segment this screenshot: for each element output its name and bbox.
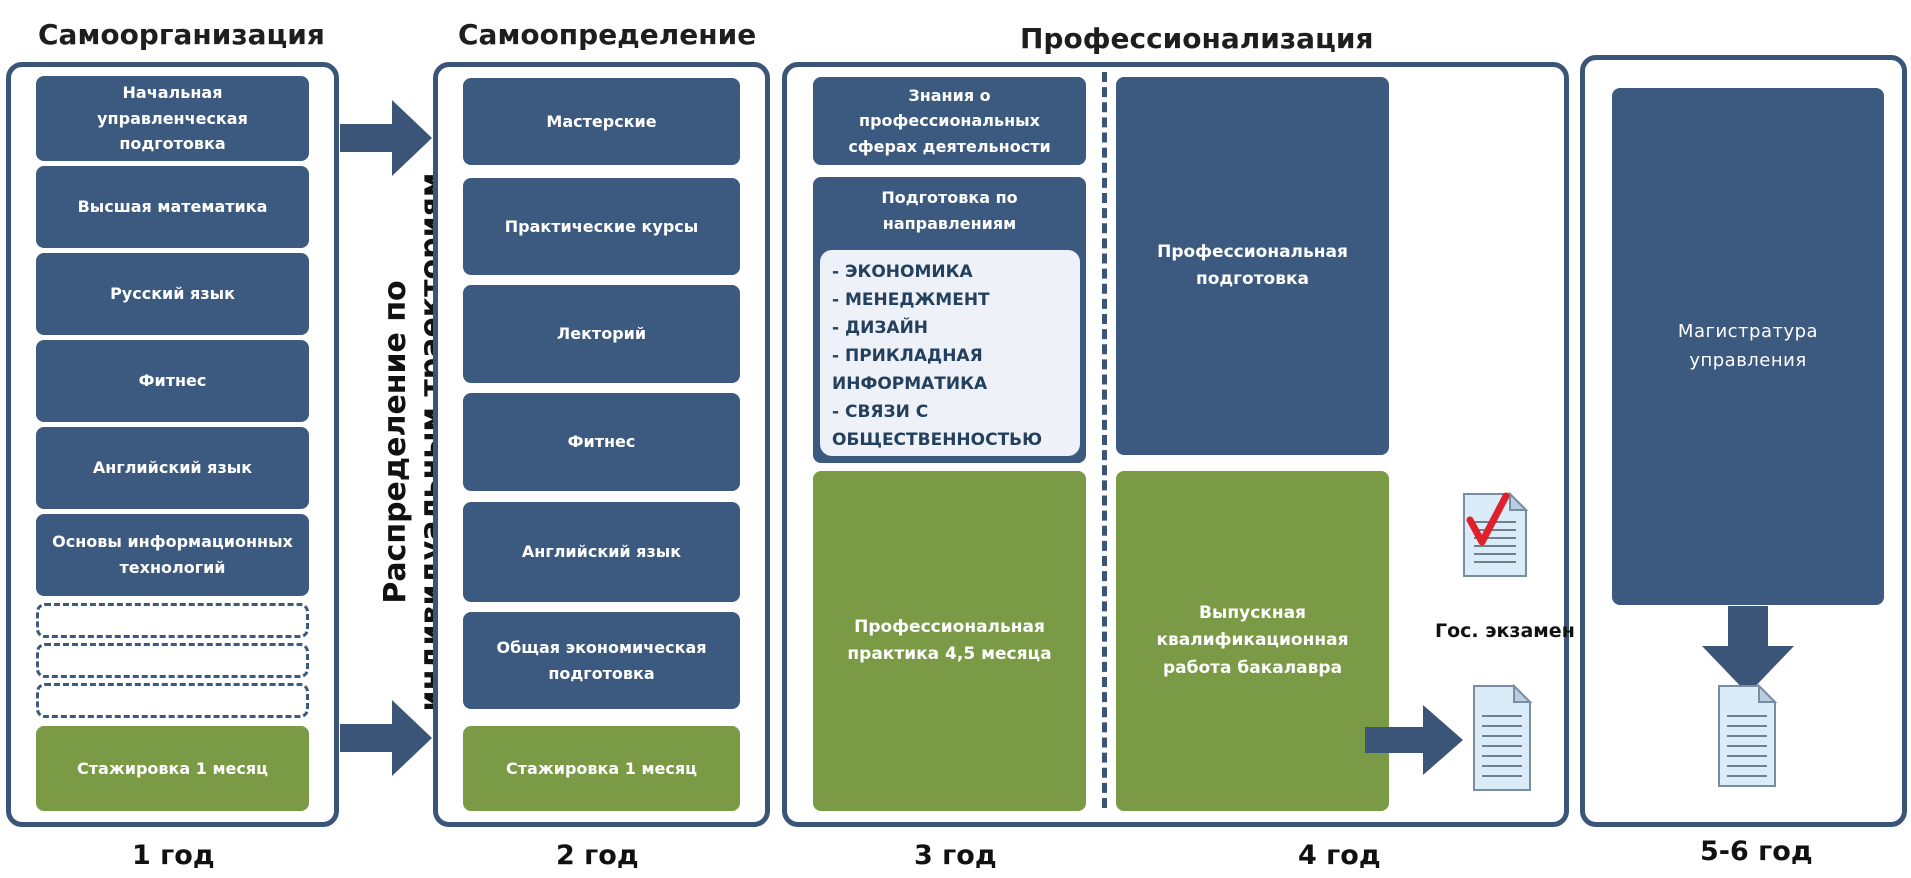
- year-5-6-label: 5-6 год: [1700, 836, 1813, 867]
- course-lecture-hall: Лекторий: [463, 285, 740, 383]
- direction-item: ОБЩЕСТВЕННОСТЬЮ: [832, 430, 1043, 450]
- year-divider: [1102, 72, 1107, 808]
- document-check-icon: [1463, 491, 1529, 577]
- professional-practice: Профессиональная практика 4,5 месяца: [813, 471, 1086, 811]
- internship-year1: Стажировка 1 месяц: [36, 726, 309, 811]
- course-practical: Практические курсы: [463, 178, 740, 275]
- distribution-label-line1: Распределение по: [378, 280, 413, 604]
- internship-year2: Стажировка 1 месяц: [463, 726, 740, 811]
- course-it-basics: Основы информационных технологий: [36, 514, 309, 596]
- empty-slot: [36, 603, 309, 638]
- arrow-right-icon: [340, 100, 432, 176]
- direction-item: ИНФОРМАТИКА: [832, 374, 988, 394]
- course-english: Английский язык: [36, 427, 309, 509]
- course-higher-math: Высшая математика: [36, 166, 309, 248]
- direction-item: - МЕНЕДЖМЕНТ: [832, 290, 990, 310]
- direction-item: - ПРИКЛАДНАЯ: [832, 346, 983, 366]
- direction-item: - СВЯЗИ С: [832, 402, 929, 422]
- course-russian: Русский язык: [36, 253, 309, 335]
- direction-item: - ДИЗАЙН: [832, 318, 929, 338]
- course-fitness: Фитнес: [36, 340, 309, 422]
- year-4-label: 4 год: [1298, 840, 1381, 871]
- state-exam-label: Гос. экзамен: [1435, 620, 1575, 642]
- document-icon: [1473, 683, 1533, 791]
- course-economics: Общая экономическая подготовка: [463, 612, 740, 709]
- year-1-label: 1 год: [132, 840, 215, 871]
- masters-box: Магистратура управления: [1612, 88, 1884, 605]
- knowledge-box: Знания о профессиональных сферах деятель…: [813, 77, 1086, 165]
- arrow-right-icon: [1365, 705, 1463, 775]
- document-icon: [1718, 683, 1778, 787]
- arrow-down-icon: [1702, 606, 1794, 694]
- empty-slot: [36, 643, 309, 678]
- heading-self-determination: Самоопределение: [458, 18, 757, 51]
- course-fitness-2: Фитнес: [463, 393, 740, 491]
- course-initial-management: Начальная управленческая подготовка: [36, 76, 309, 161]
- course-english-2: Английский язык: [463, 502, 740, 602]
- heading-self-organization: Самоорганизация: [38, 18, 325, 51]
- directions-list: - ЭКОНОМИКА - МЕНЕДЖМЕНТ - ДИЗАЙН - ПРИК…: [820, 250, 1080, 456]
- direction-item: - ЭКОНОМИКА: [832, 262, 973, 282]
- training-directions-title: Подготовка по направлениям: [881, 188, 1018, 233]
- empty-slot: [36, 683, 309, 718]
- graduation-thesis: Выпускная квалификационная работа бакала…: [1116, 471, 1389, 811]
- heading-professionalization: Профессионализация: [1020, 22, 1374, 55]
- course-workshops: Мастерские: [463, 78, 740, 165]
- year-2-label: 2 год: [556, 840, 639, 871]
- year-3-label: 3 год: [914, 840, 997, 871]
- professional-training: Профессиональная подготовка: [1116, 77, 1389, 455]
- arrow-right-icon: [340, 700, 432, 776]
